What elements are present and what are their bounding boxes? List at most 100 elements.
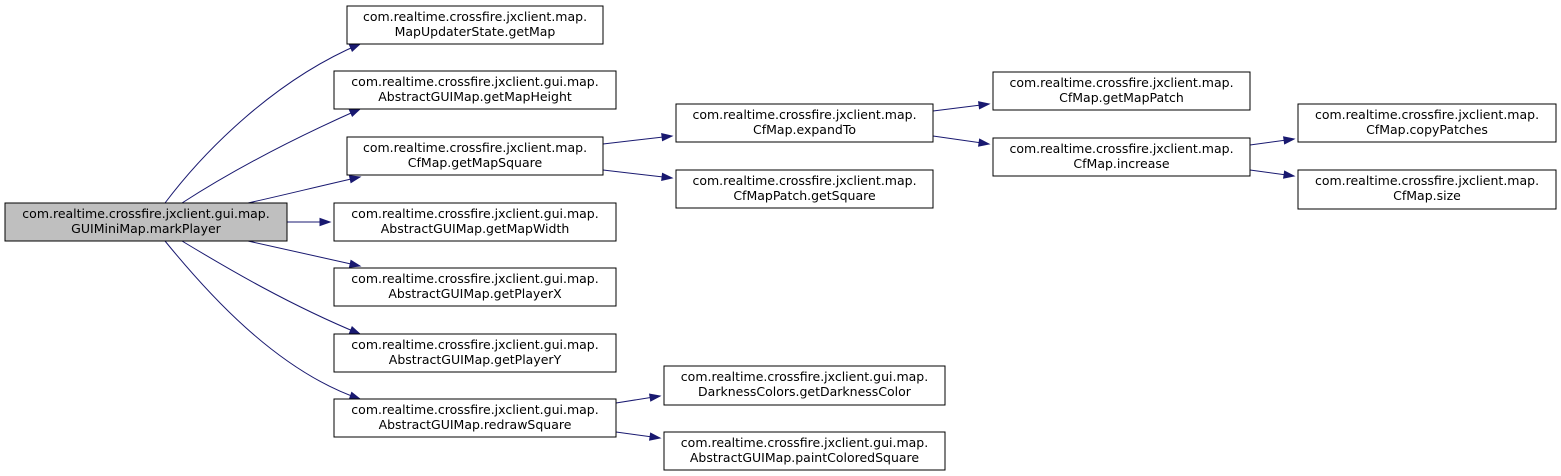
node-box <box>333 267 617 307</box>
edge-line <box>602 135 673 145</box>
node-label-line-2: DarknessColors.getDarknessColor <box>698 384 912 399</box>
arrowhead <box>978 138 991 147</box>
node-label-line-2: CfMap.size <box>1393 188 1461 203</box>
node-label-line-2: CfMap.increase <box>1073 156 1169 171</box>
node-label-line-1: com.realtime.crossfire.jxclient.map. <box>1009 75 1233 90</box>
node-label-line-1: com.realtime.crossfire.jxclient.gui.map. <box>681 435 928 450</box>
edge-line <box>181 108 361 204</box>
edge-line <box>602 169 673 179</box>
node-box <box>333 333 617 373</box>
node-box <box>992 137 1251 177</box>
node-label-line-1: com.realtime.crossfire.jxclient.map. <box>692 173 916 188</box>
node-label-line-2: CfMapPatch.getSquare <box>733 188 876 203</box>
edge-expandTo-to-getMapPatch <box>932 101 991 112</box>
edge-redrawSquare-to-paintColored <box>615 431 662 441</box>
node-label-line-2: AbstractGUIMap.paintColoredSquare <box>690 450 920 465</box>
node-label-line-1: com.realtime.crossfire.jxclient.gui.map. <box>351 337 598 352</box>
node-label-line-2: AbstractGUIMap.getPlayerX <box>388 286 562 301</box>
arrowhead <box>1283 136 1296 145</box>
node-getPlayerY[interactable]: com.realtime.crossfire.jxclient.gui.map.… <box>333 333 617 373</box>
node-label-line-1: com.realtime.crossfire.jxclient.gui.map. <box>351 402 598 417</box>
node-label-line-1: com.realtime.crossfire.jxclient.gui.map. <box>22 206 269 221</box>
node-label-line-1: com.realtime.crossfire.jxclient.gui.map. <box>681 369 928 384</box>
node-copyPatches[interactable]: com.realtime.crossfire.jxclient.map.CfMa… <box>1297 103 1557 143</box>
node-label-line-2: AbstractGUIMap.getPlayerY <box>389 352 562 367</box>
node-label-line-2: GUIMiniMap.markPlayer <box>71 221 222 236</box>
arrowhead <box>348 43 362 52</box>
node-box <box>663 365 946 406</box>
node-label-line-2: CfMap.expandTo <box>753 122 856 137</box>
node-label-line-2: AbstractGUIMap.getMapWidth <box>381 221 570 236</box>
node-label-line-2: CfMap.getMapSquare <box>408 155 543 170</box>
arrowhead <box>348 326 362 335</box>
arrowhead <box>348 108 362 118</box>
edge-increase-to-copyPatches <box>1249 136 1296 146</box>
node-increase[interactable]: com.realtime.crossfire.jxclient.map.CfMa… <box>992 137 1251 177</box>
edge-line <box>181 240 361 335</box>
edge-root-to-redrawSquare <box>164 240 362 400</box>
arrowhead <box>348 175 362 184</box>
arrowhead <box>348 391 362 400</box>
node-redrawSquare[interactable]: com.realtime.crossfire.jxclient.gui.map.… <box>333 398 617 438</box>
node-label-line-1: com.realtime.crossfire.jxclient.map. <box>363 140 587 155</box>
edge-root-to-getMapWidth <box>287 217 332 227</box>
edge-increase-to-size <box>1249 169 1296 179</box>
node-box <box>4 202 288 242</box>
node-label-line-1: com.realtime.crossfire.jxclient.gui.map. <box>351 74 598 89</box>
node-getDarkness[interactable]: com.realtime.crossfire.jxclient.gui.map.… <box>663 365 946 406</box>
edge-root-to-getMapSquare <box>247 175 362 204</box>
arrowhead <box>661 133 674 142</box>
node-box <box>346 5 604 45</box>
edge-redrawSquare-to-getDarkness <box>615 393 662 404</box>
nodes-layer: com.realtime.crossfire.jxclient.gui.map.… <box>4 5 1557 471</box>
node-expandTo[interactable]: com.realtime.crossfire.jxclient.map.CfMa… <box>675 103 934 143</box>
node-label-line-2: MapUpdaterState.getMap <box>395 24 556 39</box>
node-label-line-1: com.realtime.crossfire.jxclient.gui.map. <box>351 271 598 286</box>
node-getMapPatch[interactable]: com.realtime.crossfire.jxclient.map.CfMa… <box>992 71 1251 111</box>
node-paintColored[interactable]: com.realtime.crossfire.jxclient.gui.map.… <box>663 431 946 471</box>
edge-root-to-getPlayerY <box>181 240 362 335</box>
node-label-line-1: com.realtime.crossfire.jxclient.map. <box>363 9 587 24</box>
node-box <box>333 70 617 110</box>
node-box <box>346 136 604 176</box>
edge-line <box>247 240 361 267</box>
arrowhead <box>649 432 662 441</box>
node-getMapSquare[interactable]: com.realtime.crossfire.jxclient.map.CfMa… <box>346 136 604 176</box>
edge-line <box>164 240 361 400</box>
node-box <box>992 71 1251 111</box>
node-box <box>1297 169 1557 210</box>
node-size[interactable]: com.realtime.crossfire.jxclient.map.CfMa… <box>1297 169 1557 210</box>
edge-getMapSquare-to-expandTo <box>602 133 674 145</box>
node-getMapWidth[interactable]: com.realtime.crossfire.jxclient.gui.map.… <box>333 202 617 242</box>
node-label-line-1: com.realtime.crossfire.jxclient.map. <box>1315 173 1539 188</box>
edge-root-to-getMap <box>164 43 362 204</box>
node-label-line-1: com.realtime.crossfire.jxclient.map. <box>692 107 916 122</box>
arrowhead <box>319 217 332 227</box>
arrowhead <box>978 101 991 110</box>
node-label-line-2: CfMap.copyPatches <box>1366 122 1488 137</box>
node-label-line-2: AbstractGUIMap.redrawSquare <box>379 417 572 432</box>
arrowhead <box>1283 170 1296 179</box>
node-label-line-1: com.realtime.crossfire.jxclient.gui.map. <box>351 206 598 221</box>
node-getMap[interactable]: com.realtime.crossfire.jxclient.map.MapU… <box>346 5 604 45</box>
node-label-line-1: com.realtime.crossfire.jxclient.map. <box>1009 141 1233 156</box>
node-label-line-1: com.realtime.crossfire.jxclient.map. <box>1315 107 1539 122</box>
edge-expandTo-to-increase <box>932 135 991 147</box>
node-label-line-2: AbstractGUIMap.getMapHeight <box>378 89 572 104</box>
node-root[interactable]: com.realtime.crossfire.jxclient.gui.map.… <box>4 202 288 242</box>
edges-layer <box>164 43 1296 441</box>
edge-line <box>164 43 361 204</box>
arrowhead <box>348 259 362 268</box>
node-box <box>675 103 934 143</box>
node-getPlayerX[interactable]: com.realtime.crossfire.jxclient.gui.map.… <box>333 267 617 307</box>
arrowhead <box>661 172 674 181</box>
node-getSquare[interactable]: com.realtime.crossfire.jxclient.map.CfMa… <box>675 169 934 209</box>
node-label-line-2: CfMap.getMapPatch <box>1059 90 1184 105</box>
node-box <box>333 398 617 438</box>
node-box <box>675 169 934 209</box>
node-box <box>663 431 946 471</box>
arrowhead <box>648 393 662 402</box>
edge-root-to-getMapHeight <box>181 108 362 204</box>
node-getMapHeight[interactable]: com.realtime.crossfire.jxclient.gui.map.… <box>333 70 617 110</box>
